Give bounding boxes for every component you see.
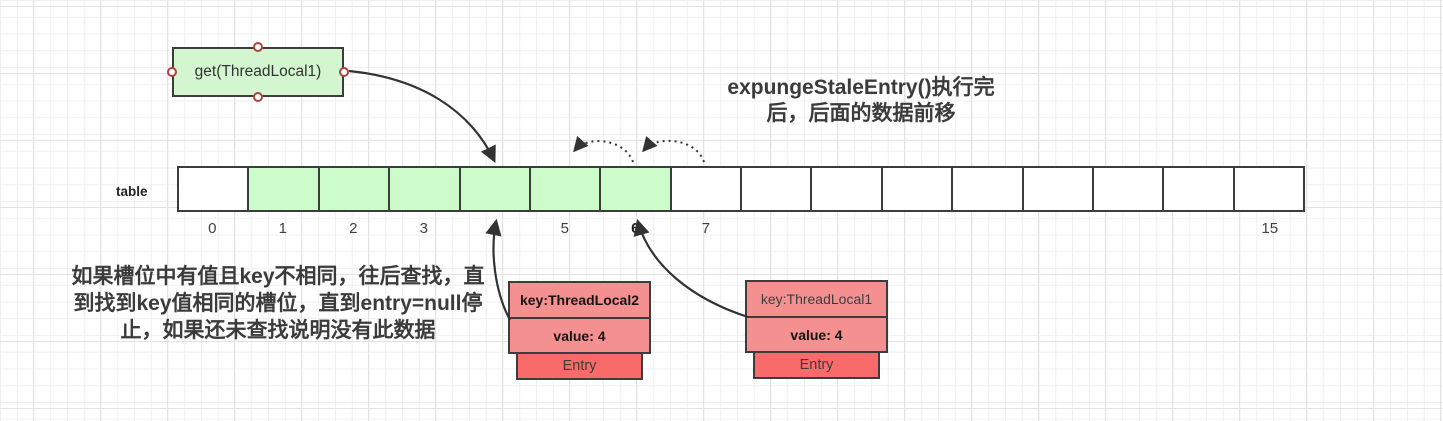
index-label-13 [1094, 220, 1165, 237]
note-text[interactable]: 如果槽位中有值且key不相同，往后查找，直 到找到key值相同的槽位，直到ent… [71, 265, 485, 342]
index-label-6: 6 [631, 220, 640, 237]
index-label-11 [953, 220, 1024, 237]
entry-box-threadlocal1[interactable]: key:ThreadLocal1 value: 4 Entry [745, 280, 888, 379]
table-cell-13[interactable] [1091, 166, 1165, 212]
table-cell-6[interactable] [599, 166, 672, 212]
table-cell-10[interactable] [880, 166, 954, 212]
arrow-get-to-cell4[interactable] [348, 69, 496, 163]
index-label-14 [1164, 220, 1235, 237]
table-cell-7[interactable] [669, 166, 742, 212]
connector-dot-right[interactable] [339, 67, 349, 77]
entry-key-label: key:ThreadLocal2 [508, 281, 651, 319]
array-table [177, 166, 1305, 212]
entry-value-label: value: 4 [508, 317, 651, 354]
table-cell-15[interactable] [1232, 166, 1305, 212]
index-label-1: 1 [278, 220, 287, 237]
entry-value-label: value: 4 [745, 316, 888, 353]
table-label[interactable]: table [116, 184, 148, 199]
table-cell-5[interactable] [528, 166, 602, 212]
table-cell-11[interactable] [951, 166, 1024, 212]
get-threadlocal-box[interactable]: get(ThreadLocal1) [172, 47, 344, 97]
index-label-5: 5 [560, 220, 569, 237]
index-row: 0 1 2 3 4 5 6 7 15 [177, 220, 1305, 237]
arrow-shift-cell6-to-cell5[interactable] [573, 136, 634, 163]
table-cell-2[interactable] [317, 166, 391, 212]
arrow-shift-cell7-to-cell6[interactable] [642, 136, 705, 163]
table-cell-14[interactable] [1162, 166, 1235, 212]
table-cell-8[interactable] [740, 166, 813, 212]
index-label-9 [812, 220, 883, 237]
entry-footer-label: Entry [753, 351, 880, 379]
entry-key-label: key:ThreadLocal1 [745, 280, 888, 318]
diagram-title[interactable]: expungeStaleEntry()执行完 后，后面的数据前移 [727, 76, 995, 125]
index-label-2: 2 [349, 220, 358, 237]
table-cell-1[interactable] [247, 166, 320, 212]
connector-dot-bottom[interactable] [253, 92, 263, 102]
connector-dot-top[interactable] [253, 42, 263, 52]
connector-dot-left[interactable] [167, 67, 177, 77]
entry-footer-label: Entry [516, 352, 643, 380]
index-label-12 [1023, 220, 1094, 237]
entry-box-threadlocal2[interactable]: key:ThreadLocal2 value: 4 Entry [508, 281, 651, 380]
index-label-7: 7 [701, 220, 710, 237]
table-cell-12[interactable] [1021, 166, 1094, 212]
index-label-15: 15 [1261, 220, 1279, 237]
index-label-10 [882, 220, 953, 237]
index-label-3: 3 [419, 220, 428, 237]
table-cell-4[interactable] [458, 166, 531, 212]
table-cell-0[interactable] [177, 166, 250, 212]
index-label-8 [741, 220, 812, 237]
index-label-0: 0 [208, 220, 217, 237]
table-cell-9[interactable] [810, 166, 883, 212]
index-label-4: 4 [490, 220, 499, 237]
table-cell-3[interactable] [388, 166, 461, 212]
get-box-label: get(ThreadLocal1) [194, 63, 322, 80]
